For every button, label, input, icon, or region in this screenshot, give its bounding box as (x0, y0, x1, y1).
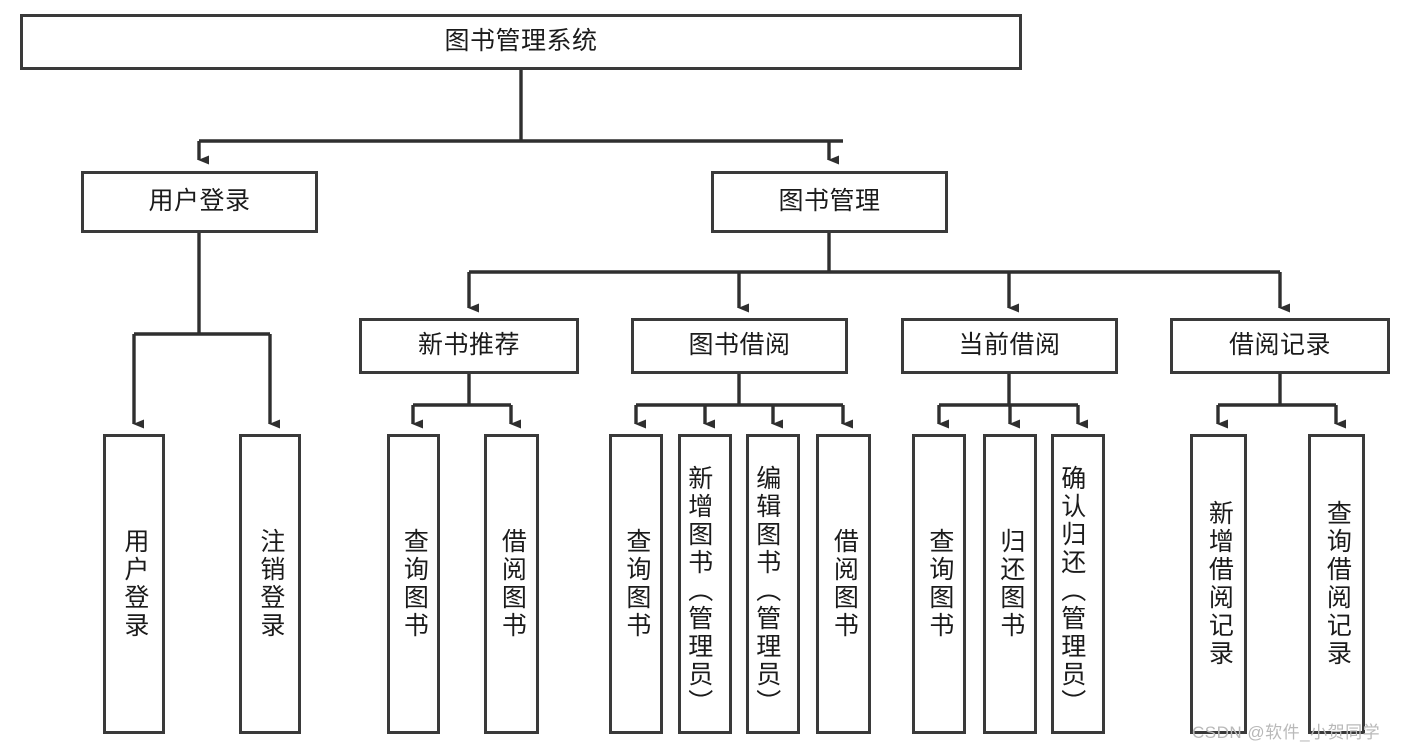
leaf-logout-label: 注销登录 (256, 528, 285, 640)
leaf-confirm-return-admin[interactable]: 确认归还（管理员） (1051, 434, 1105, 734)
leaf-confirm-return-admin-label: 确认归还（管理员） (1057, 465, 1086, 717)
leaf-query-books-recommend[interactable]: 查询图书 (387, 434, 440, 734)
leaf-query-books-borrow-label: 查询图书 (622, 528, 651, 640)
leaf-add-book-admin[interactable]: 新增图书（管理员） (678, 434, 732, 734)
node-book-borrow[interactable]: 图书借阅 (631, 318, 848, 374)
leaf-borrow-books-recommend-label: 借阅图书 (498, 528, 527, 640)
leaf-query-books-current-label: 查询图书 (925, 528, 954, 640)
node-new-book-recommend-label: 新书推荐 (417, 331, 520, 360)
node-current-borrow[interactable]: 当前借阅 (901, 318, 1118, 374)
leaf-return-books-label: 归还图书 (996, 528, 1025, 640)
node-borrow-records-label: 借阅记录 (1228, 331, 1331, 360)
leaf-query-books-recommend-label: 查询图书 (400, 528, 429, 640)
node-root[interactable]: 图书管理系统 (20, 14, 1022, 70)
node-user-login-label: 用户登录 (148, 187, 251, 216)
leaf-query-books-borrow[interactable]: 查询图书 (609, 434, 663, 734)
leaf-user-login[interactable]: 用户登录 (103, 434, 165, 734)
leaf-add-book-admin-label: 新增图书（管理员） (684, 465, 713, 717)
leaf-borrow-books-label: 借阅图书 (830, 528, 859, 640)
node-user-login[interactable]: 用户登录 (81, 171, 318, 233)
leaf-add-borrow-record[interactable]: 新增借阅记录 (1190, 434, 1247, 734)
leaf-add-borrow-record-label: 新增借阅记录 (1205, 500, 1234, 668)
node-new-book-recommend[interactable]: 新书推荐 (359, 318, 579, 374)
leaf-edit-book-admin-label: 编辑图书（管理员） (752, 465, 781, 717)
node-root-label: 图书管理系统 (444, 27, 598, 56)
node-book-management[interactable]: 图书管理 (711, 171, 948, 233)
leaf-user-login-label: 用户登录 (120, 528, 149, 640)
leaf-return-books[interactable]: 归还图书 (983, 434, 1037, 734)
node-book-management-label: 图书管理 (778, 187, 881, 216)
leaf-edit-book-admin[interactable]: 编辑图书（管理员） (746, 434, 800, 734)
leaf-borrow-books-recommend[interactable]: 借阅图书 (484, 434, 539, 734)
leaf-query-borrow-record[interactable]: 查询借阅记录 (1308, 434, 1365, 734)
node-current-borrow-label: 当前借阅 (958, 331, 1061, 360)
node-book-borrow-label: 图书借阅 (688, 331, 791, 360)
leaf-logout[interactable]: 注销登录 (239, 434, 301, 734)
leaf-borrow-books[interactable]: 借阅图书 (816, 434, 871, 734)
node-borrow-records[interactable]: 借阅记录 (1170, 318, 1390, 374)
leaf-query-books-current[interactable]: 查询图书 (912, 434, 966, 734)
csdn-watermark: CSDN @软件_小贺同学 (1192, 723, 1381, 742)
leaf-query-borrow-record-label: 查询借阅记录 (1323, 500, 1352, 668)
